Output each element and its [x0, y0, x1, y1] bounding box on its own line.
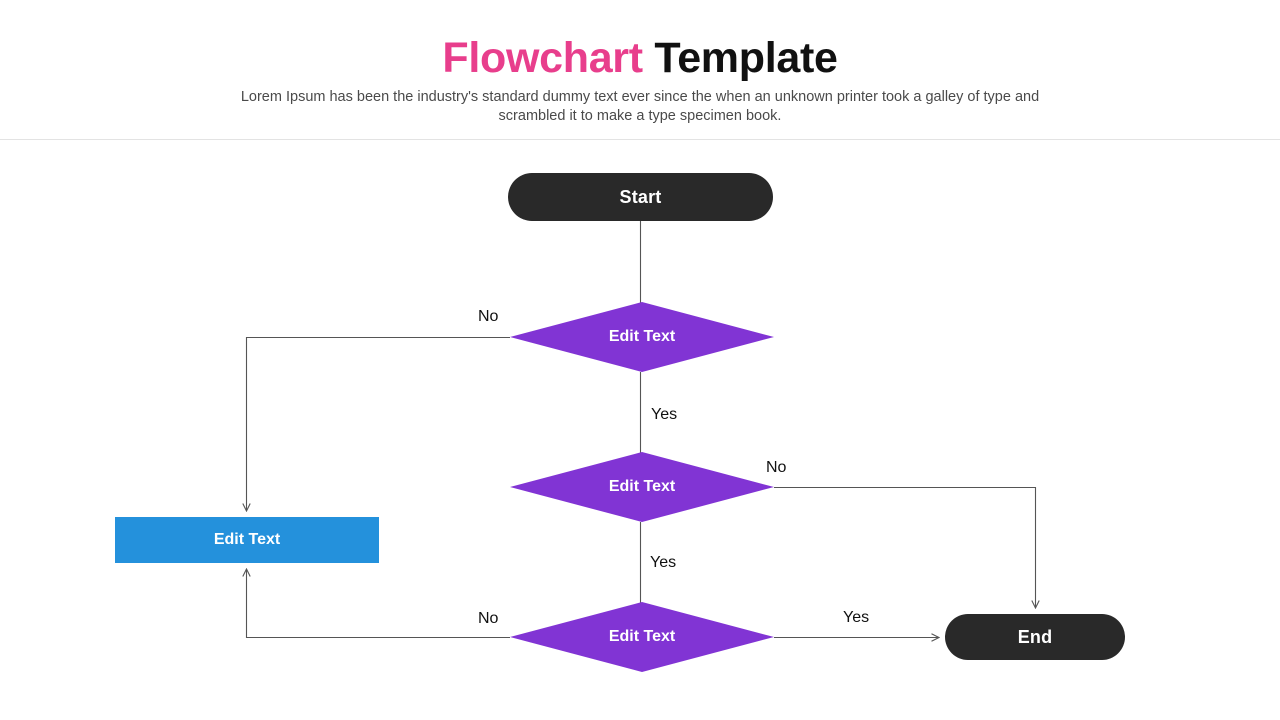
flowchart-canvas: Start Edit Text Edit Text Edit Text Edit… [0, 140, 1280, 720]
page-title: Flowchart Template [0, 34, 1280, 83]
node-process[interactable]: Edit Text [115, 517, 379, 563]
node-process-label: Edit Text [213, 531, 281, 548]
edge-decision2-no [774, 486, 1036, 609]
node-start-label: Start [619, 186, 662, 207]
node-start[interactable]: Start [508, 173, 773, 221]
node-decision-1-label: Edit Text [608, 328, 676, 345]
edge-label-yes-2: Yes [650, 554, 677, 571]
node-decision-2[interactable]: Edit Text [510, 452, 774, 522]
edge-label-yes-3: Yes [843, 609, 870, 626]
node-decision-3-label: Edit Text [608, 628, 676, 645]
edge-label-yes-1: Yes [651, 406, 678, 423]
edge-label-no-3: No [478, 610, 499, 627]
edge-label-no-1: No [478, 308, 499, 325]
edge-decision3-no [247, 569, 510, 639]
node-decision-3[interactable]: Edit Text [510, 602, 774, 672]
header-divider [0, 139, 1280, 140]
page-title-plain: Template [654, 34, 838, 82]
node-decision-1[interactable]: Edit Text [510, 302, 774, 372]
page-title-accent: Flowchart [442, 34, 643, 82]
node-decision-2-label: Edit Text [608, 478, 676, 495]
page-subtitle: Lorem Ipsum has been the industry's stan… [240, 89, 1040, 124]
edge-decision1-no [247, 336, 510, 512]
node-end-label: End [1017, 626, 1053, 647]
edge-label-no-2: No [766, 459, 787, 476]
node-end[interactable]: End [945, 614, 1125, 660]
header: Flowchart Template Lorem Ipsum has been … [0, 0, 1280, 140]
